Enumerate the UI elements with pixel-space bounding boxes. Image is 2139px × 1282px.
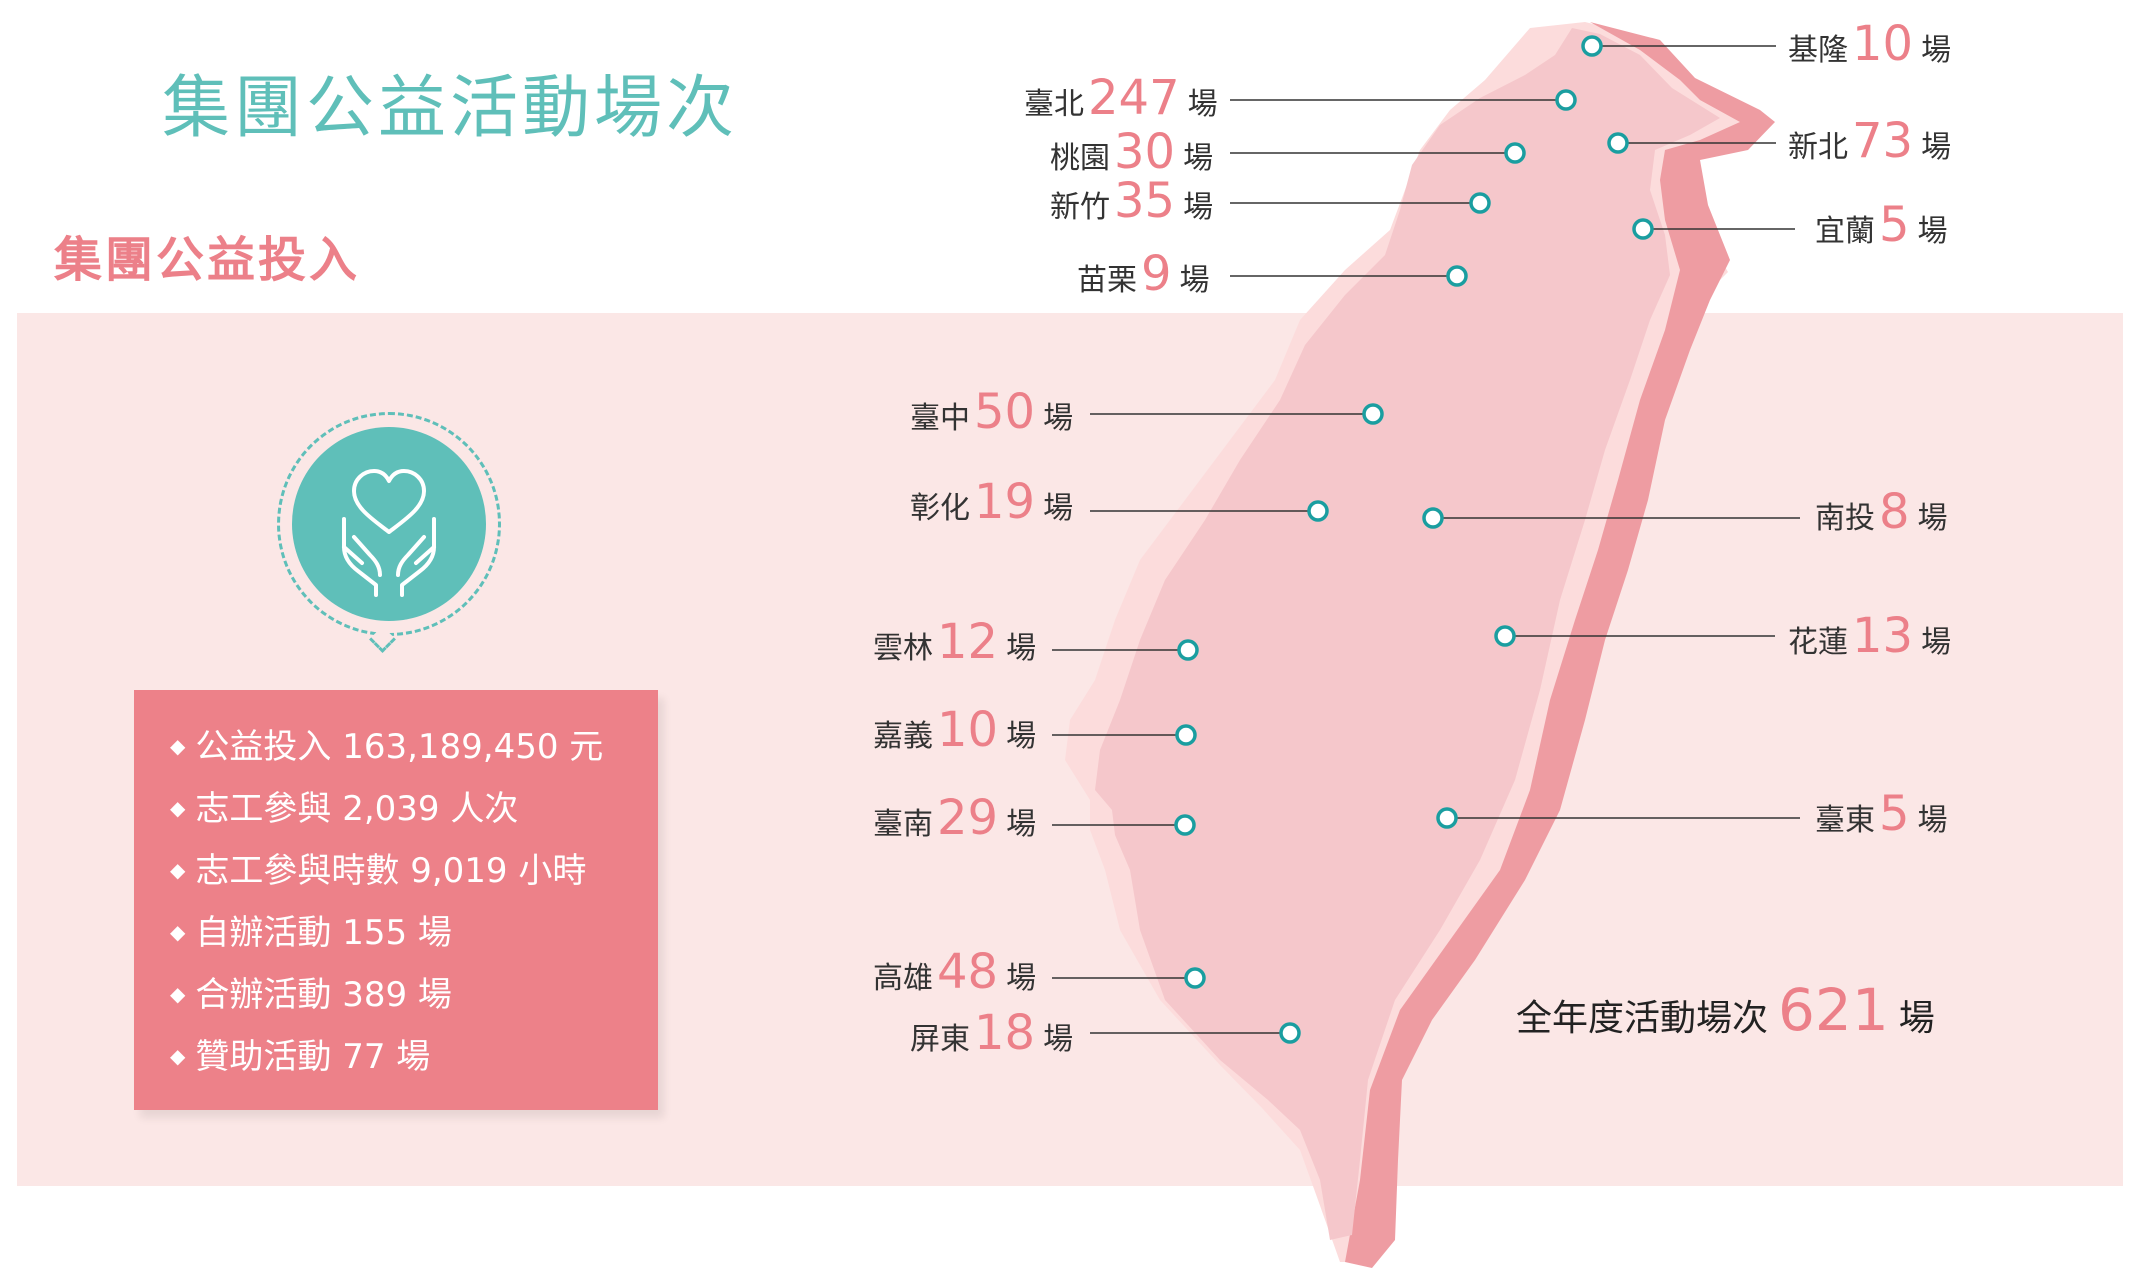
marker-keelung — [1581, 35, 1603, 57]
marker-taoyuan — [1504, 142, 1526, 164]
total-unit: 場 — [1898, 998, 1935, 1039]
stat-text: 志工參與時數 9,019 小時 — [195, 851, 587, 891]
bullet-icon: ◆ — [170, 733, 186, 758]
stat-item: ◆ 志工參與時數 9,019 小時 — [170, 840, 658, 902]
map-rim-dark — [1345, 22, 1775, 1268]
marker-taipei — [1555, 89, 1577, 111]
bullet-icon: ◆ — [170, 1043, 186, 1068]
total-label: 全年度活動場次 — [1516, 998, 1769, 1039]
stat-text: 志工參與 2,039 人次 — [195, 789, 519, 829]
stat-item: ◆ 自辦活動 155 場 — [170, 902, 658, 964]
stat-item: ◆ 公益投入 163,189,450 元 — [170, 716, 658, 778]
marker-tainan — [1174, 814, 1196, 836]
marker-nantou — [1422, 507, 1444, 529]
icon-badge — [292, 427, 486, 621]
marker-newtaipei — [1607, 132, 1629, 154]
marker-kaohsiung — [1184, 967, 1206, 989]
marker-chiayi — [1175, 724, 1197, 746]
stat-item: ◆ 贊助活動 77 場 — [170, 1026, 658, 1088]
marker-miaoli — [1446, 265, 1468, 287]
marker-taichung — [1362, 403, 1384, 425]
stats-panel: ◆ 公益投入 163,189,450 元 ◆ 志工參與 2,039 人次 ◆ 志工參與… — [134, 690, 658, 1110]
map-island — [1095, 28, 1720, 1240]
marker-pingtung — [1279, 1022, 1301, 1044]
marker-yunlin — [1177, 639, 1199, 661]
stat-item: ◆ 合辦活動 389 場 — [170, 964, 658, 1026]
marker-hualien — [1494, 625, 1516, 647]
bullet-icon: ◆ — [170, 919, 186, 944]
bullet-icon: ◆ — [170, 795, 186, 820]
heart-in-hands-icon — [342, 469, 436, 597]
marker-changhua — [1307, 500, 1329, 522]
marker-yilan — [1632, 218, 1654, 240]
bullet-icon: ◆ — [170, 857, 186, 882]
total-count: 621 — [1778, 976, 1889, 1044]
section-subtitle: 集團公益投入 — [54, 232, 361, 288]
marker-taitung — [1436, 807, 1458, 829]
page-title: 集團公益活動場次 — [162, 69, 739, 148]
marker-hsinchu — [1469, 192, 1491, 214]
stat-text: 自辦活動 155 場 — [195, 913, 452, 953]
stat-text: 合辦活動 389 場 — [195, 975, 452, 1015]
stat-text: 公益投入 163,189,450 元 — [195, 727, 604, 767]
bullet-icon: ◆ — [170, 981, 186, 1006]
stat-text: 贊助活動 77 場 — [195, 1037, 431, 1077]
stat-item: ◆ 志工參與 2,039 人次 — [170, 778, 658, 840]
